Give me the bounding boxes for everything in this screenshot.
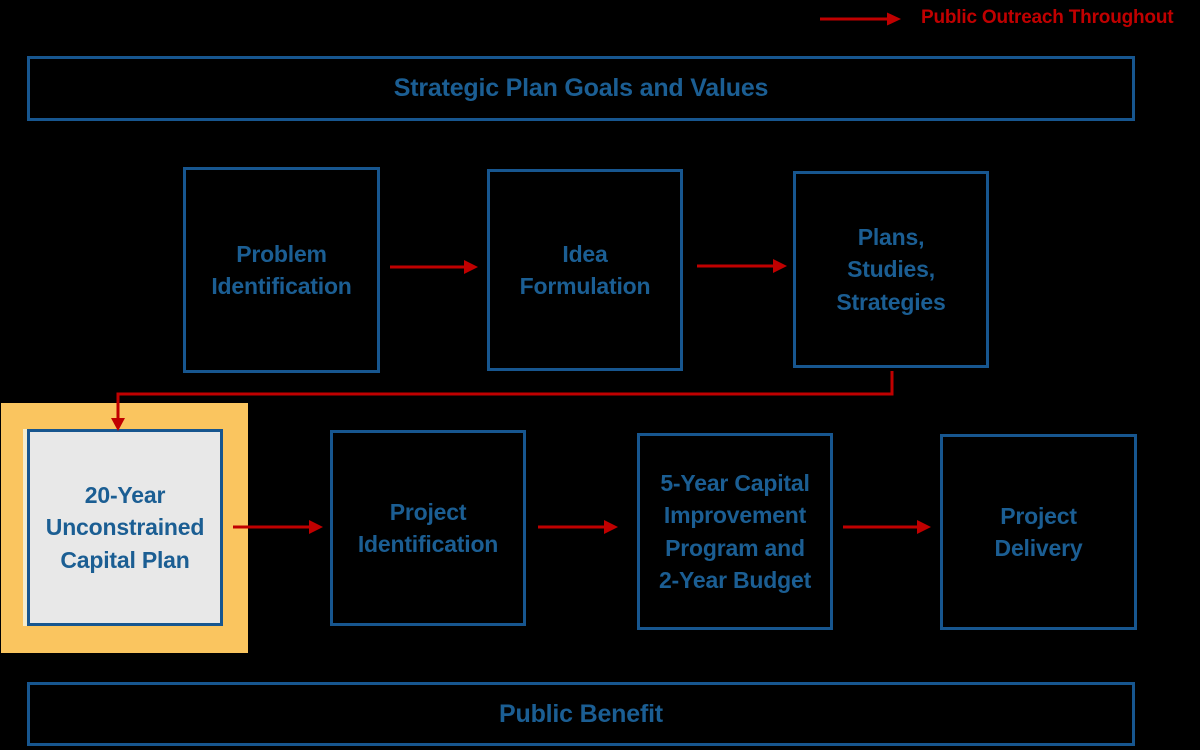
public-benefit-banner: Public Benefit <box>27 682 1135 746</box>
arrowhead-cip-to-delivery-icon <box>917 520 931 534</box>
stage-box-plans-studies-strategies: Plans, Studies, Strategies <box>793 171 989 368</box>
stage-box-problem-identification: Problem Identification <box>183 167 380 373</box>
stage-box-project-identification: Project Identification <box>330 430 526 626</box>
stage-box-20-year-unconstrained-capital-plan: 20-Year Unconstrained Capital Plan <box>27 429 223 626</box>
stage-label-problem-identification: Problem Identification <box>211 240 352 299</box>
public-outreach-arrowhead-icon <box>887 12 901 26</box>
stage-label-plans-studies-strategies: Plans, Studies, Strategies <box>836 224 946 315</box>
arrowhead-problem-to-idea-icon <box>464 260 478 274</box>
arrowhead-idea-to-plans-icon <box>773 259 787 273</box>
stage-label-project-delivery: Project Delivery <box>994 502 1083 561</box>
stage-label-5-year-cip-2-year-budget: 5-Year Capital Improvement Program and 2… <box>658 470 812 593</box>
arrowhead-project-id-to-cip-icon <box>604 520 618 534</box>
stage-box-5-year-cip-2-year-budget: 5-Year Capital Improvement Program and 2… <box>637 433 833 630</box>
strategic-plan-banner-label: Strategic Plan Goals and Values <box>393 74 769 102</box>
stage-label-project-identification: Project Identification <box>357 498 499 557</box>
arrowhead-capital-plan-to-project-id-icon <box>309 520 323 534</box>
stage-box-idea-formulation: Idea Formulation <box>487 169 683 371</box>
stage-label-idea-formulation: Idea Formulation <box>519 240 651 299</box>
public-outreach-label: Public Outreach Throughout <box>921 7 1174 28</box>
stage-label-20-year-unconstrained-capital-plan: 20-Year Unconstrained Capital Plan <box>45 482 205 573</box>
stage-box-project-delivery: Project Delivery <box>940 434 1137 630</box>
public-benefit-banner-label: Public Benefit <box>499 699 663 728</box>
strategic-plan-banner: Strategic Plan Goals and Values <box>27 56 1135 121</box>
